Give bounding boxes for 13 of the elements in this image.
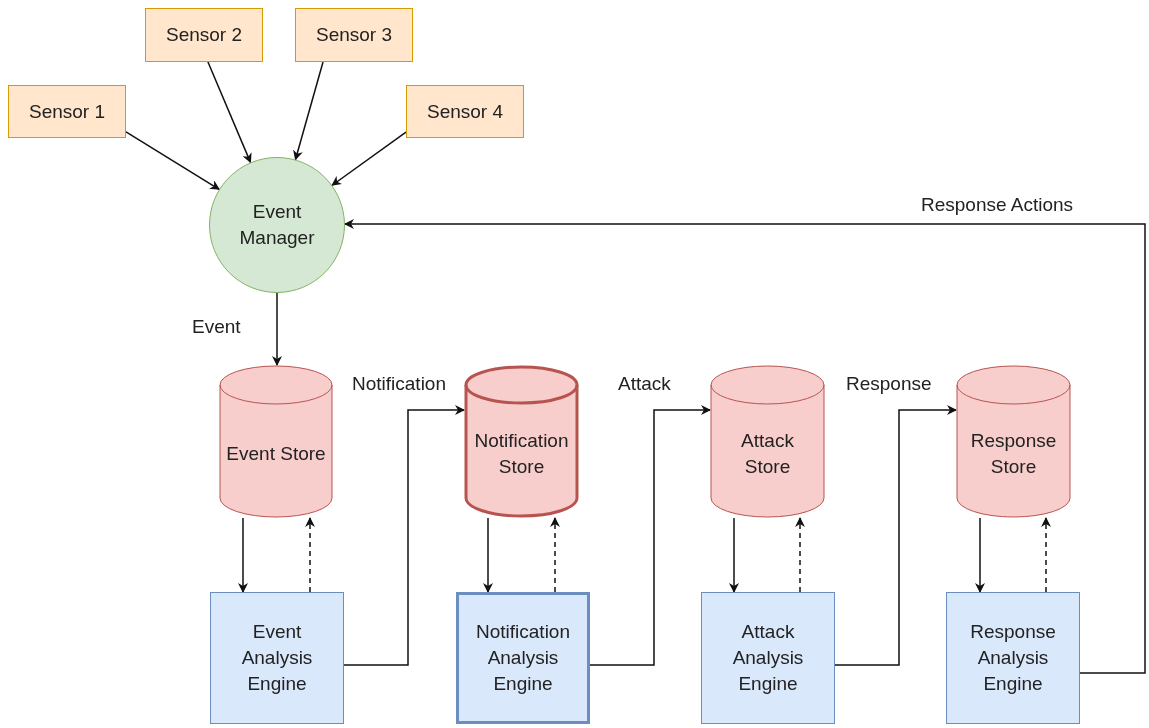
store-cylinder: Attack Store xyxy=(710,365,825,518)
sensor-box: Sensor 2 xyxy=(145,8,263,62)
engine-box: Notification Analysis Engine xyxy=(456,592,590,724)
engine-box: Response Analysis Engine xyxy=(946,592,1080,724)
manager-circle: Event Manager xyxy=(209,157,345,293)
store-cylinder: Response Store xyxy=(956,365,1071,518)
sensor-box: Sensor 1 xyxy=(8,85,126,138)
store-cylinder: Notification Store xyxy=(464,365,579,518)
engine-box: Event Analysis Engine xyxy=(210,592,344,724)
sensor-box: Sensor 3 xyxy=(295,8,413,62)
engine-box: Attack Analysis Engine xyxy=(701,592,835,724)
sensor-box: Sensor 4 xyxy=(406,85,524,138)
store-cylinder: Event Store xyxy=(219,365,333,518)
